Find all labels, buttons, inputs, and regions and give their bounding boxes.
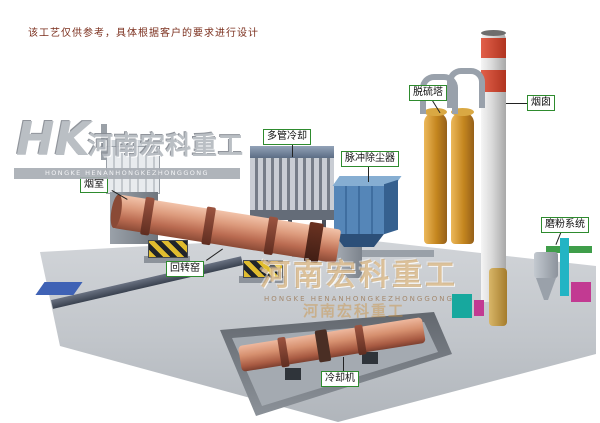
pulse-dust-collector [334,186,384,234]
label-pulse-dust-collector: 脉冲除尘器 [341,151,399,167]
multi-tube-cooler [250,158,334,210]
dust-collector-hopper [334,234,384,247]
brand-watermark: HK 河南宏科重工 HONGKE HENANHONGKEZHONGGONG [14,112,246,184]
desulfurization-tower [424,112,447,244]
brand-name-en: HONGKE HENANHONGKEZHONGGONG [14,168,240,179]
kiln-girth-gear [303,221,324,264]
kiln-support-base [144,256,190,263]
label-multi-tube-cooler: 多管冷却 [263,129,311,145]
auxiliary-machine [452,294,472,318]
kiln-support-station [148,240,188,258]
kiln-support-station [243,260,283,278]
storage-silo [489,268,507,326]
chimney-red-band [481,38,506,58]
label-rotary-kiln: 回转窑 [166,261,204,277]
kiln-riding-ring [139,196,155,236]
grinding-pipe-cyan [560,238,569,296]
dust-collector-side [384,179,398,235]
desulfurization-tower [451,112,474,244]
cooler-stand [362,352,378,364]
grinding-cyclone [534,252,558,278]
label-grinding-system: 磨粉系统 [541,217,589,233]
leader-line [506,103,527,104]
brand-name-cn: 河南宏科重工 [88,131,245,160]
kiln-riding-ring [263,216,279,256]
auxiliary-motor [474,300,484,316]
chimney-red-band [481,70,506,92]
cooler-riding-ring [277,336,290,368]
label-chimney: 烟囱 [527,95,555,111]
grinding-unit [571,282,591,302]
platform-beam [292,250,434,257]
tower-cap [424,108,447,116]
multi-tube-cooler-base [250,210,334,220]
bag-filter-roof [104,140,160,147]
leader-line [343,357,344,371]
label-desulfurization-tower: 脱硫塔 [409,85,447,101]
cooler-stand [285,368,301,380]
leader-line [368,165,369,182]
cooler-riding-ring [354,324,367,356]
hk-logo: HK [16,112,91,166]
tower-cap [451,108,474,116]
leader-line [292,143,293,157]
label-cooling-machine: 冷却机 [321,371,359,387]
cooler-drive-band [314,329,332,363]
kiln-support-base [239,276,285,283]
kiln-riding-ring [201,206,217,246]
flue-gas-pipe [447,68,485,108]
chimney-top-rim [481,30,506,36]
chimney [481,30,506,302]
disclaimer-text: 该工艺仅供参考，具体根据客户的要求进行设计 [28,28,259,39]
grinding-pipe-green [546,246,592,253]
